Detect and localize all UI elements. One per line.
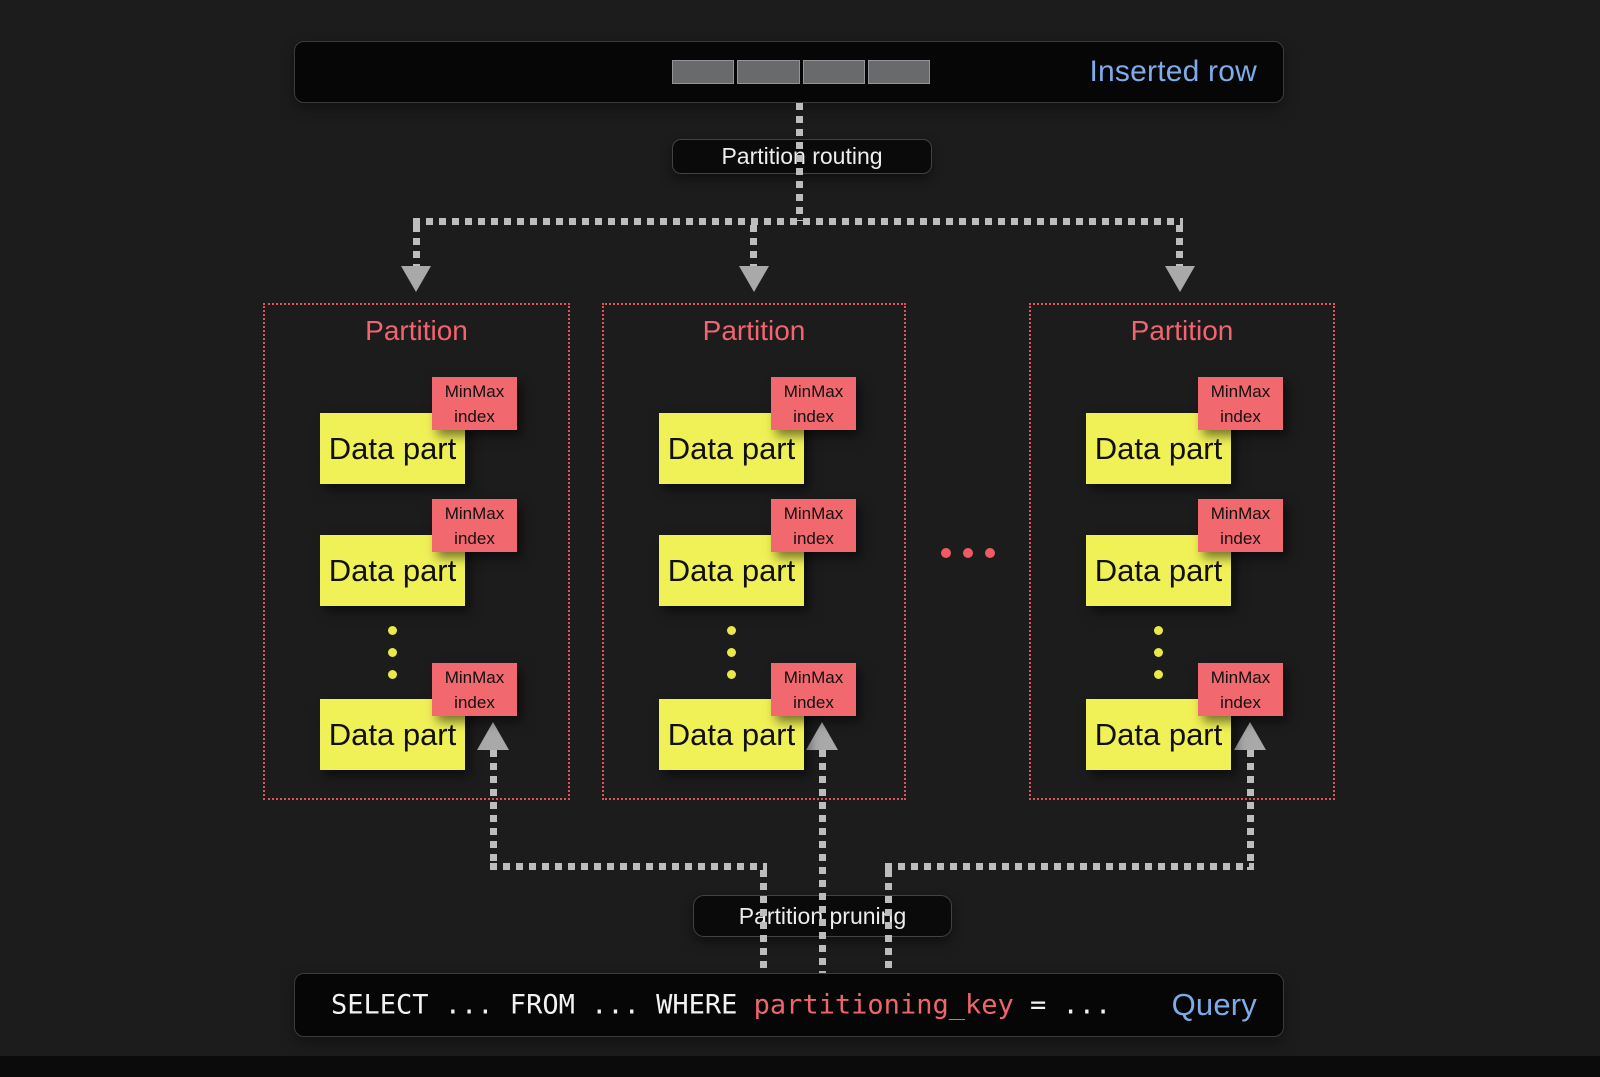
branch-line-left bbox=[413, 225, 420, 268]
data-part-row: MinMax index Data part bbox=[659, 377, 856, 484]
partition-title: Partition bbox=[365, 315, 468, 346]
row-cell bbox=[737, 60, 800, 84]
vertical-ellipsis bbox=[388, 626, 397, 679]
pruning-line-right-up bbox=[1247, 750, 1254, 870]
data-part-row: MinMax index Data part bbox=[1086, 499, 1283, 606]
data-part-row: MinMax index Data part bbox=[1086, 377, 1283, 484]
query-bar: SELECT ... FROM ... WHERE partitioning_k… bbox=[294, 973, 1284, 1037]
arrow-down-icon bbox=[739, 266, 769, 292]
arrow-up-icon bbox=[806, 722, 838, 750]
branch-line-horizontal bbox=[413, 218, 1183, 225]
data-part-box: Data part bbox=[320, 413, 465, 484]
pruning-line-right-stub bbox=[885, 870, 892, 973]
row-cell bbox=[672, 60, 735, 84]
pruning-line-left-stub bbox=[760, 870, 767, 973]
query-sql-suffix: = ... bbox=[1013, 989, 1112, 1021]
pruning-line-left-up bbox=[490, 750, 497, 870]
query-text: SELECT ... FROM ... WHERE partitioning_k… bbox=[331, 990, 1111, 1021]
pruning-line-right-horizontal bbox=[885, 863, 1254, 870]
routing-flow-line bbox=[796, 103, 803, 221]
query-label: Query bbox=[1171, 987, 1257, 1022]
data-part-box: Data part bbox=[320, 699, 465, 770]
minmax-index-tag: MinMax index bbox=[432, 377, 517, 430]
branch-line-center bbox=[750, 225, 757, 268]
branch-line-right bbox=[1176, 225, 1183, 268]
query-sql-prefix: SELECT ... FROM ... WHERE bbox=[331, 989, 754, 1021]
arrow-up-icon bbox=[1234, 722, 1266, 750]
arrow-down-icon bbox=[1165, 266, 1195, 292]
partition-title: Partition bbox=[702, 315, 806, 346]
data-part-box: Data part bbox=[659, 699, 804, 770]
data-part-row: MinMax index Data part bbox=[1086, 663, 1283, 770]
data-part-row: MinMax index Data part bbox=[659, 499, 856, 606]
minmax-index-tag: MinMax index bbox=[432, 499, 517, 552]
pruning-line-center bbox=[819, 750, 826, 973]
inserted-row-bar: Inserted row bbox=[294, 41, 1284, 103]
row-cell bbox=[802, 60, 865, 84]
arrow-up-icon bbox=[477, 722, 509, 750]
arrow-down-icon bbox=[401, 266, 431, 292]
partitions-ellipsis bbox=[941, 548, 995, 558]
data-part-row: MinMax index Data part bbox=[320, 663, 517, 770]
minmax-index-tag: MinMax index bbox=[771, 377, 856, 430]
partition-box-3: Partition MinMax index Data part MinMax … bbox=[1029, 303, 1335, 800]
minmax-index-tag: MinMax index bbox=[1198, 663, 1283, 716]
vertical-ellipsis bbox=[727, 626, 736, 679]
partitioning-key-token: partitioning_key bbox=[753, 989, 1014, 1021]
data-part-row: MinMax index Data part bbox=[320, 377, 517, 484]
page-bottom-edge bbox=[0, 1056, 1600, 1077]
minmax-index-tag: MinMax index bbox=[432, 663, 517, 716]
partition-title: Partition bbox=[1130, 315, 1234, 346]
partition-box-1: Partition MinMax index Data part MinMax … bbox=[263, 303, 570, 800]
minmax-index-tag: MinMax index bbox=[1198, 499, 1283, 552]
inserted-row-cells bbox=[672, 60, 930, 84]
data-part-row: MinMax index Data part bbox=[659, 663, 856, 770]
vertical-ellipsis bbox=[1154, 626, 1163, 679]
pruning-line-left-horizontal bbox=[490, 863, 767, 870]
inserted-row-label: Inserted row bbox=[1089, 55, 1257, 88]
minmax-index-tag: MinMax index bbox=[771, 499, 856, 552]
minmax-index-tag: MinMax index bbox=[771, 663, 856, 716]
partition-box-2: Partition MinMax index Data part MinMax … bbox=[602, 303, 906, 800]
minmax-index-tag: MinMax index bbox=[1198, 377, 1283, 430]
row-cell bbox=[867, 60, 930, 84]
data-part-row: MinMax index Data part bbox=[320, 499, 517, 606]
